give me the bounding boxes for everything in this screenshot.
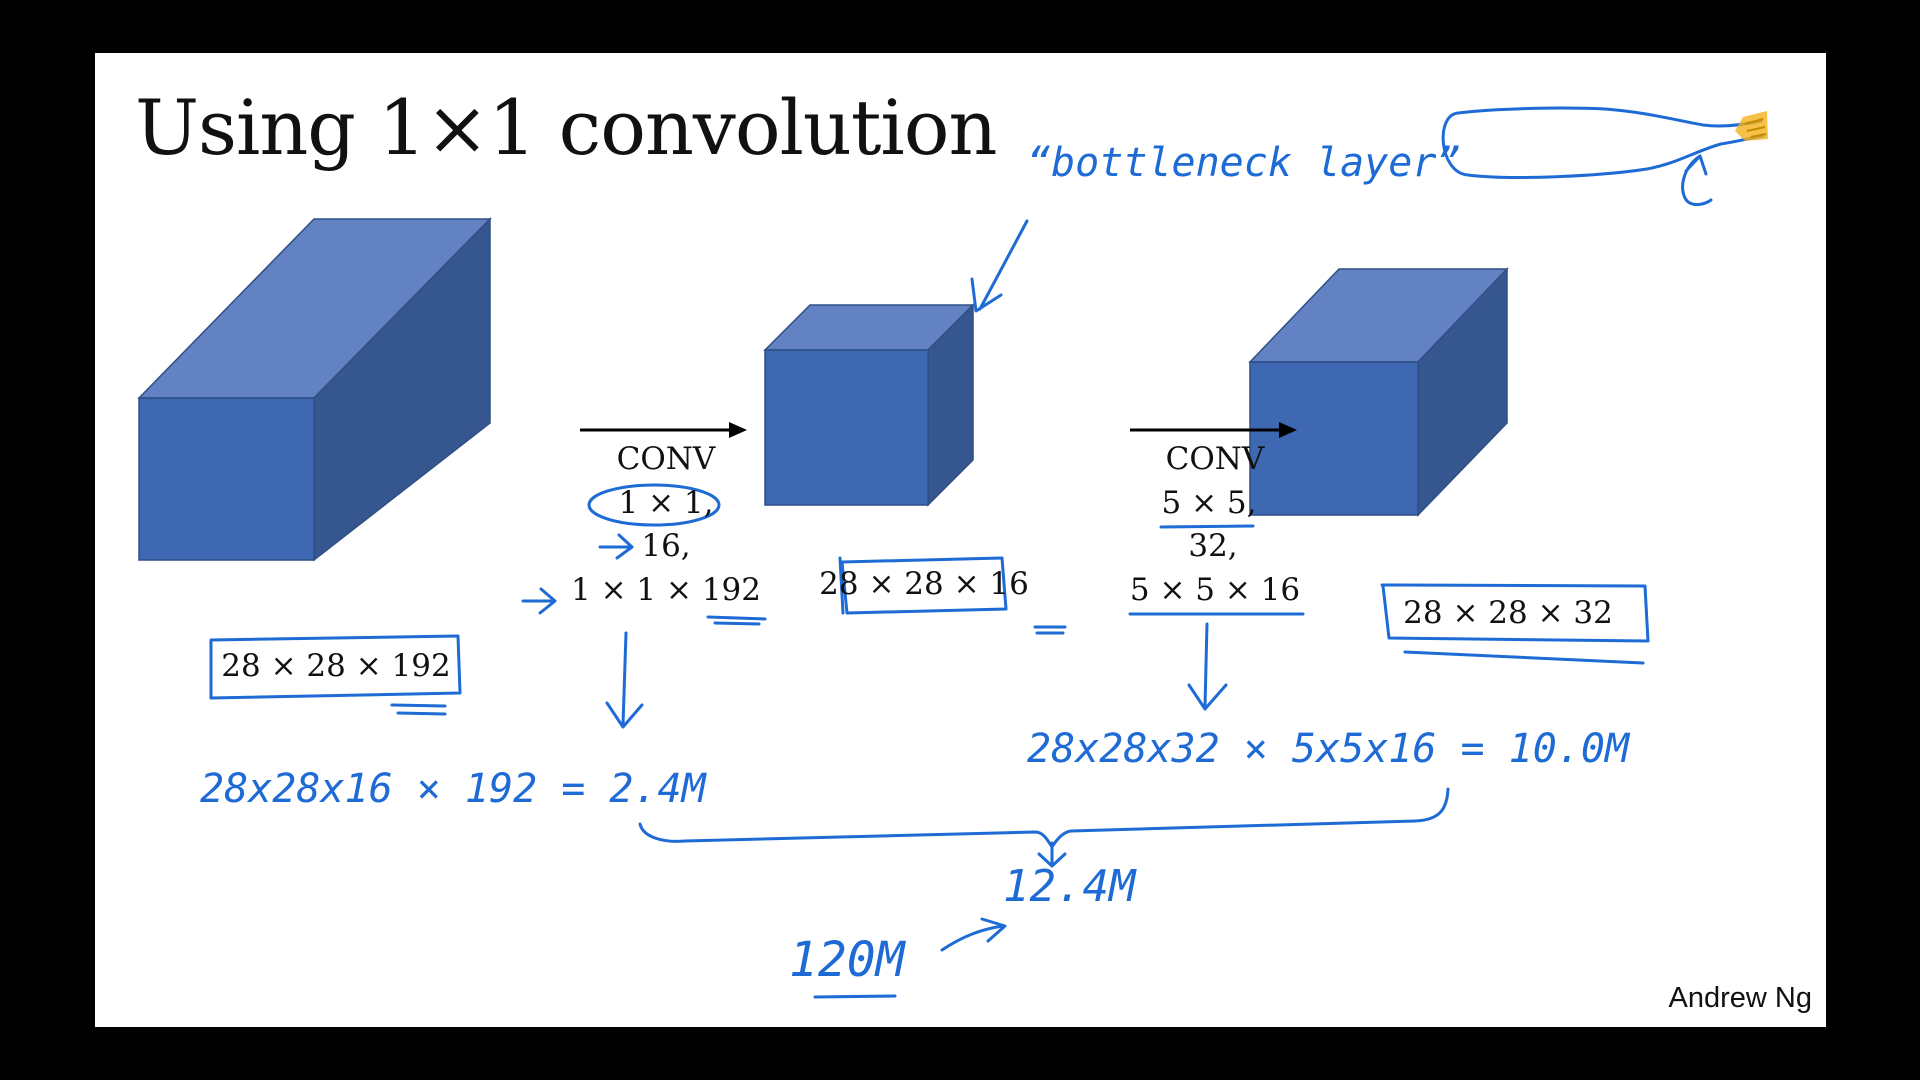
slide-title: Using 1×1 convolution	[135, 83, 997, 172]
slide: Using 1×1 convolution	[95, 53, 1826, 1027]
input-volume-cube	[137, 217, 492, 562]
sum-bracket-arrow	[1037, 841, 1067, 868]
conv1-name: CONV	[616, 441, 716, 477]
conv1-kernel-circle	[587, 483, 721, 527]
input-volume-label: 28 × 28 × 192	[221, 648, 451, 684]
diagram-drawing	[137, 106, 1768, 999]
underline-120M	[813, 994, 897, 999]
conv1-arrow	[580, 422, 747, 438]
sum-bracket	[638, 787, 1450, 849]
bottle-highlight-mark	[1735, 111, 1768, 141]
conv1-filters: 16,	[641, 528, 691, 564]
underline-28x28x32	[1403, 650, 1645, 665]
author-credit: Andrew Ng	[1668, 982, 1812, 1014]
output-cube-front	[1249, 361, 1419, 516]
bottleneck-pointer-arrow	[970, 219, 1029, 313]
underline-16	[1033, 625, 1067, 635]
underline-5x5	[1159, 524, 1255, 529]
down-arrow-conv2	[1187, 622, 1228, 711]
conv2-filters: 32,	[1188, 528, 1238, 564]
output-volume-cube	[1248, 267, 1509, 517]
conv1-filter-shape: 1 × 1 × 192	[571, 572, 761, 608]
conv2-name: CONV	[1165, 441, 1265, 477]
conv2-filter-shape: 5 × 5 × 16	[1129, 572, 1301, 608]
conv1-kernel: 1 × 1,	[618, 485, 714, 521]
bottleneck-cube-front	[764, 349, 929, 506]
bottle-neck-arrow	[1681, 154, 1713, 207]
underline-192	[390, 703, 447, 716]
bottleneck-volume-cube	[763, 303, 975, 507]
conv2-arrow	[1130, 422, 1297, 438]
input-cube-front	[138, 397, 315, 561]
arrow-to-16	[598, 533, 634, 560]
down-arrow-conv1	[605, 631, 644, 729]
output-volume-label: 28 × 28 × 32	[1403, 595, 1613, 631]
conv1-cost-note: 28x28x16 × 192 = 2.4M	[200, 766, 706, 812]
bottleneck-volume-label: 28 × 28 × 16	[819, 566, 1029, 602]
naive-to-total-arrow	[940, 917, 1007, 952]
bottleneck-layer-note: “bottleneck layer”	[1027, 140, 1461, 186]
bottleneck-label-box	[838, 556, 1008, 615]
input-label-box	[209, 634, 462, 700]
total-cost-note: 12.4M	[1003, 861, 1136, 912]
arrow-to-filter-shape	[521, 587, 557, 615]
output-label-box	[1380, 583, 1650, 643]
bottle-sketch	[1441, 106, 1765, 180]
conv2-kernel: 5 × 5,	[1161, 485, 1257, 521]
conv2-cost-note: 28x28x32 × 5x5x16 = 10.0M	[1027, 726, 1630, 772]
naive-cost-note: 120M	[789, 932, 905, 988]
underline-192-b	[706, 615, 767, 626]
